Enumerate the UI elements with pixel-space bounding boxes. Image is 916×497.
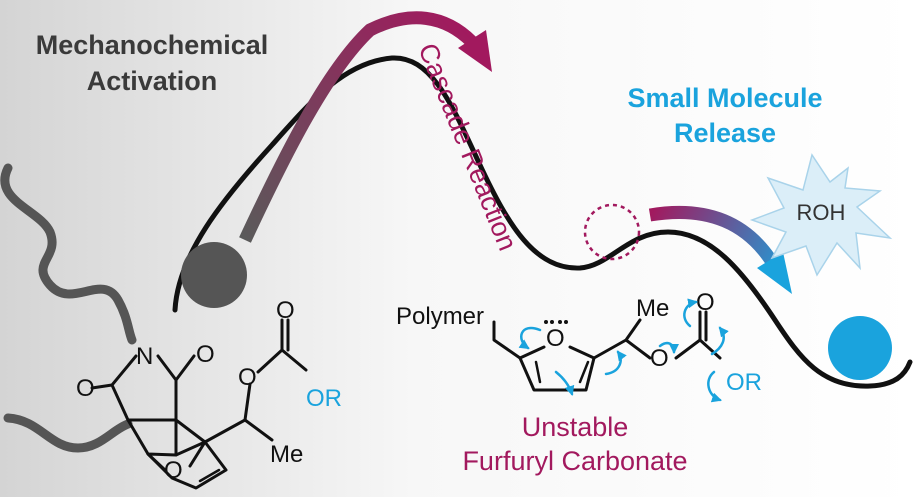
atom-o-furan-carbonyl: O [696, 289, 715, 316]
mechanophore-structure [90, 318, 308, 490]
atom-o-imide-top: O [196, 341, 215, 368]
polymer-chain-lower [3, 413, 133, 453]
atom-o-furan: O [546, 325, 565, 352]
activation-label-line2: Activation [87, 66, 218, 96]
atom-me-left: Me [270, 441, 303, 468]
starting-ball [181, 242, 247, 308]
atom-or-left: OR [306, 385, 342, 412]
activation-label-line1: Mechanochemical [36, 30, 269, 60]
atom-polymer: Polymer [396, 303, 484, 330]
release-molecule-label: ROH [797, 200, 846, 225]
lone-pair-dots [544, 320, 568, 324]
atom-o-carbonyl: O [276, 297, 295, 324]
atom-or-right: OR [726, 369, 762, 396]
energy-curve [172, 55, 913, 389]
release-arrow [648, 205, 778, 266]
release-star [749, 153, 893, 277]
atom-o-furan-ester: O [650, 345, 669, 372]
released-ball [828, 316, 892, 380]
unstable-label-line1: Unstable [522, 412, 629, 442]
atom-o-bridge: O [164, 457, 183, 484]
activation-arrow-head [458, 30, 492, 72]
atom-o-imide-left: O [76, 375, 95, 402]
release-label-line2: Release [674, 118, 776, 148]
atom-me-right: Me [636, 295, 669, 322]
release-arrow-head [757, 252, 792, 294]
furan-structure [492, 310, 722, 392]
atom-o-ester: O [238, 364, 257, 391]
atom-n: N [136, 343, 153, 370]
unstable-label-line2: Furfuryl Carbonate [462, 446, 687, 476]
activation-arrow [239, 11, 477, 243]
transient-intermediate-circle [583, 203, 641, 261]
polymer-chain-upper [0, 163, 137, 345]
electron-pushing-arrows [518, 298, 729, 403]
release-label-line1: Small Molecule [627, 83, 822, 113]
